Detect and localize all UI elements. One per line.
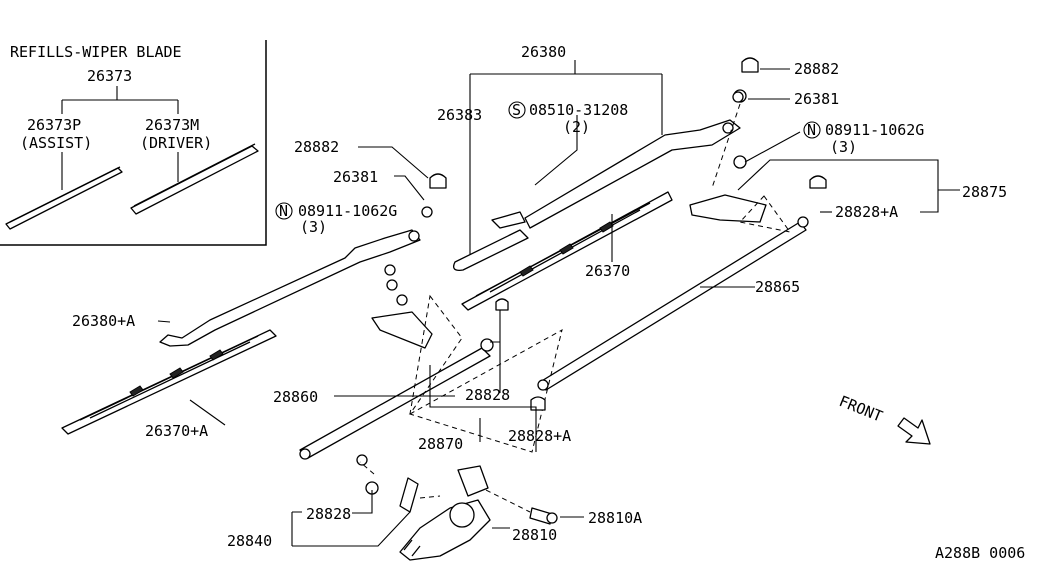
label-28828A-top: 28828+A [835, 203, 898, 221]
cap-28882-top [741, 57, 759, 73]
n-marker-icon-top: N [803, 121, 821, 139]
left-wiper-arm [159, 229, 421, 347]
linkage-28860 [299, 338, 494, 460]
label-26370A: 26370+A [145, 422, 208, 440]
leader-lines [157, 60, 960, 547]
arm-cover-26383 [452, 229, 529, 271]
label-08911-left: 08911-1062G [298, 202, 397, 220]
svg-text:N: N [279, 202, 288, 220]
n-marker-icon-left: N [275, 202, 293, 220]
label-26370: 26370 [585, 262, 630, 280]
label-28810: 28810 [512, 526, 557, 544]
label-26380: 26380 [521, 43, 566, 61]
label-28828A-bottom: 28828+A [508, 427, 571, 445]
label-28875: 28875 [962, 183, 1007, 201]
label-28870: 28870 [418, 435, 463, 453]
label-28882-top: 28882 [794, 60, 839, 78]
label-28865: 28865 [755, 278, 800, 296]
wiper-motor [399, 465, 491, 561]
left-wiper-blade [61, 329, 277, 435]
label-26381-left: 26381 [333, 168, 378, 186]
top-wiper-blade [461, 191, 673, 311]
refill-driver [130, 143, 259, 215]
label-08911-top-qty: (3) [830, 138, 857, 156]
right-pivot [689, 89, 792, 233]
inset-assist-part: 26373P [27, 116, 81, 134]
label-28840: 28840 [227, 532, 272, 550]
label-26380A: 26380+A [72, 312, 135, 330]
hardware [356, 57, 827, 525]
bracket-outline [408, 329, 563, 453]
s-marker-icon: S [508, 101, 526, 119]
svg-text:N: N [807, 121, 816, 139]
label-26383: 26383 [437, 106, 482, 124]
diagram-code: A288B 0006 [935, 544, 1025, 562]
svg-text:S: S [512, 101, 521, 119]
inset-group-part: 26373 [87, 67, 132, 85]
refills-inset: REFILLS-WIPER BLADE 26373 26373P (ASSIST… [0, 40, 267, 246]
inset-assist-label: (ASSIST) [20, 134, 92, 152]
cap-28882-left [429, 173, 447, 189]
part-labels: 26380 26383 S 08510-31208 (2) 28882 2638… [72, 43, 1025, 562]
refill-assist [5, 166, 123, 230]
nut-26381-top [732, 91, 744, 103]
label-28860: 28860 [273, 388, 318, 406]
nut-26381-left [421, 206, 433, 218]
inset-driver-label: (DRIVER) [140, 134, 212, 152]
label-08510: 08510-31208 [529, 101, 628, 119]
label-28882-left: 28882 [294, 138, 339, 156]
label-08911-left-qty: (3) [300, 218, 327, 236]
label-28828-bottom: 28828 [306, 505, 351, 523]
label-front: FRONT [837, 392, 886, 426]
label-28828: 28828 [465, 386, 510, 404]
linkage-28865 [537, 216, 809, 391]
inset-driver-part: 26373M [145, 116, 199, 134]
label-28810A: 28810A [588, 509, 642, 527]
label-26381-top: 26381 [794, 90, 839, 108]
label-08510-qty: (2) [563, 118, 590, 136]
label-08911-top: 08911-1062G [825, 121, 924, 139]
top-wiper-arm [452, 119, 741, 271]
inset-title: REFILLS-WIPER BLADE [10, 43, 182, 61]
left-pivot [371, 279, 463, 415]
front-arrow [897, 417, 931, 445]
